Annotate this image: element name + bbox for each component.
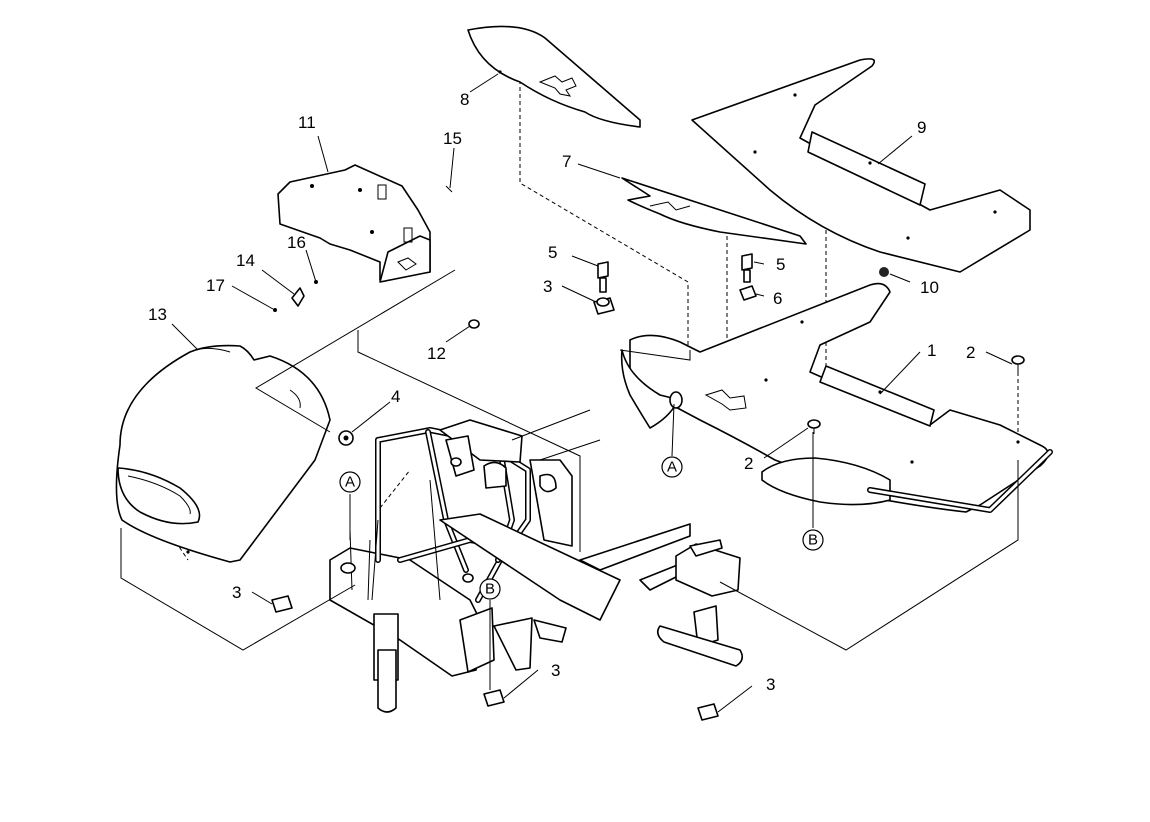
callout-2-right: 2 <box>966 343 975 362</box>
callout-17: 17 <box>206 276 225 295</box>
callout-14: 14 <box>236 251 255 270</box>
callout-3-upper: 3 <box>543 277 552 296</box>
callout-9: 9 <box>917 118 926 137</box>
callout-3-right: 3 <box>766 675 775 694</box>
reference-marker-b-lower: B <box>479 578 501 600</box>
frame-assembly <box>329 409 744 713</box>
reference-marker-a-upper: A <box>661 456 683 478</box>
hardware-items <box>271 185 1025 721</box>
callout-10: 10 <box>920 278 939 297</box>
callout-6: 6 <box>773 289 782 308</box>
svg-text:B: B <box>485 581 495 598</box>
callout-11: 11 <box>298 113 316 132</box>
svg-text:B: B <box>808 532 818 549</box>
part-9-panel <box>691 58 1031 273</box>
callout-2-center: 2 <box>744 454 753 473</box>
reference-marker-b-upper: B <box>802 529 824 551</box>
callout-labels: 1 2 2 3 3 3 3 4 5 5 6 7 8 9 10 11 12 13 … <box>148 90 975 694</box>
callout-1: 1 <box>927 341 936 360</box>
callout-7: 7 <box>562 152 571 171</box>
part-8-panel <box>467 25 641 128</box>
part-11-bracket <box>277 164 431 283</box>
leader-lines <box>171 73 1013 713</box>
svg-text:A: A <box>667 459 677 476</box>
callout-16: 16 <box>287 233 306 252</box>
reference-marker-a-lower: A <box>339 471 361 493</box>
callout-8: 8 <box>460 90 469 109</box>
callout-4: 4 <box>391 387 400 406</box>
callout-5-left: 5 <box>548 243 557 262</box>
part-7-strip <box>621 177 807 245</box>
svg-text:A: A <box>345 474 355 491</box>
callout-5-right: 5 <box>776 255 785 274</box>
callout-13: 13 <box>148 305 167 324</box>
part-13-hood <box>115 344 331 563</box>
callout-3-left: 3 <box>232 583 241 602</box>
callout-12: 12 <box>427 344 446 363</box>
assembly-outline-lines <box>120 269 1019 651</box>
callout-15: 15 <box>443 129 462 148</box>
callout-3-center: 3 <box>551 661 560 680</box>
part-1-bumper <box>620 282 1053 513</box>
